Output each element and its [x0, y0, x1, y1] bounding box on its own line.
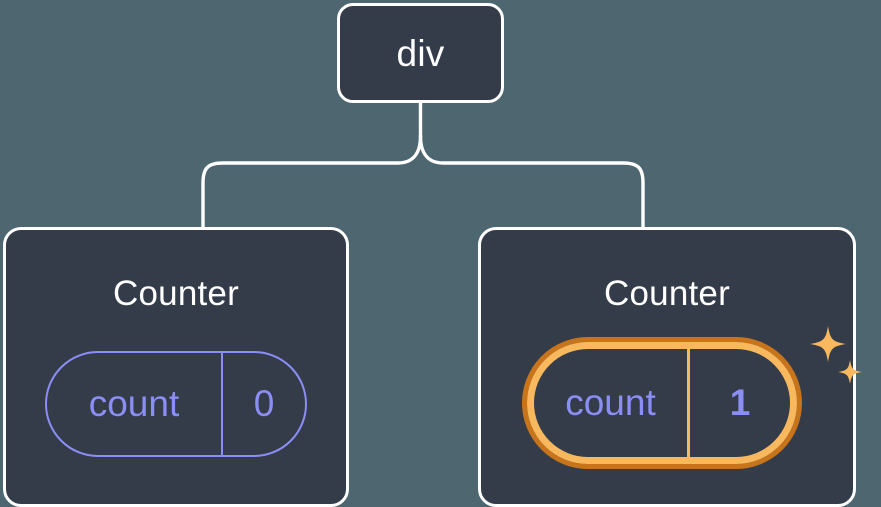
state-pill-key: count	[565, 382, 656, 423]
state-pill-count-left[interactable]: count 0	[45, 351, 307, 457]
connector-branch-left	[201, 134, 423, 229]
state-pill-inner-ring: count 1	[527, 342, 797, 464]
state-pill-count-right[interactable]: count 1	[522, 337, 802, 469]
node-counter-left-label: Counter	[113, 274, 239, 313]
sparkle-icon-group	[810, 326, 862, 384]
node-counter-right[interactable]: Counter count 1	[478, 227, 862, 507]
sparkle-small-icon	[838, 360, 862, 384]
state-pill-divider	[221, 353, 223, 455]
node-div[interactable]: div	[337, 3, 504, 103]
state-pill-key: count	[88, 383, 180, 424]
sparkle-large-icon	[810, 326, 846, 362]
node-counter-left[interactable]: Counter count 0	[3, 227, 349, 507]
node-counter-right-label: Counter	[604, 274, 730, 313]
state-pill-divider	[687, 349, 690, 457]
state-pill-value: 1	[729, 382, 751, 423]
node-div-label: div	[396, 32, 445, 74]
diagram-canvas: div Counter count 0 Counter count 1	[3, 3, 862, 507]
connector-branch-right	[418, 134, 645, 229]
state-pill-value: 0	[253, 383, 275, 424]
